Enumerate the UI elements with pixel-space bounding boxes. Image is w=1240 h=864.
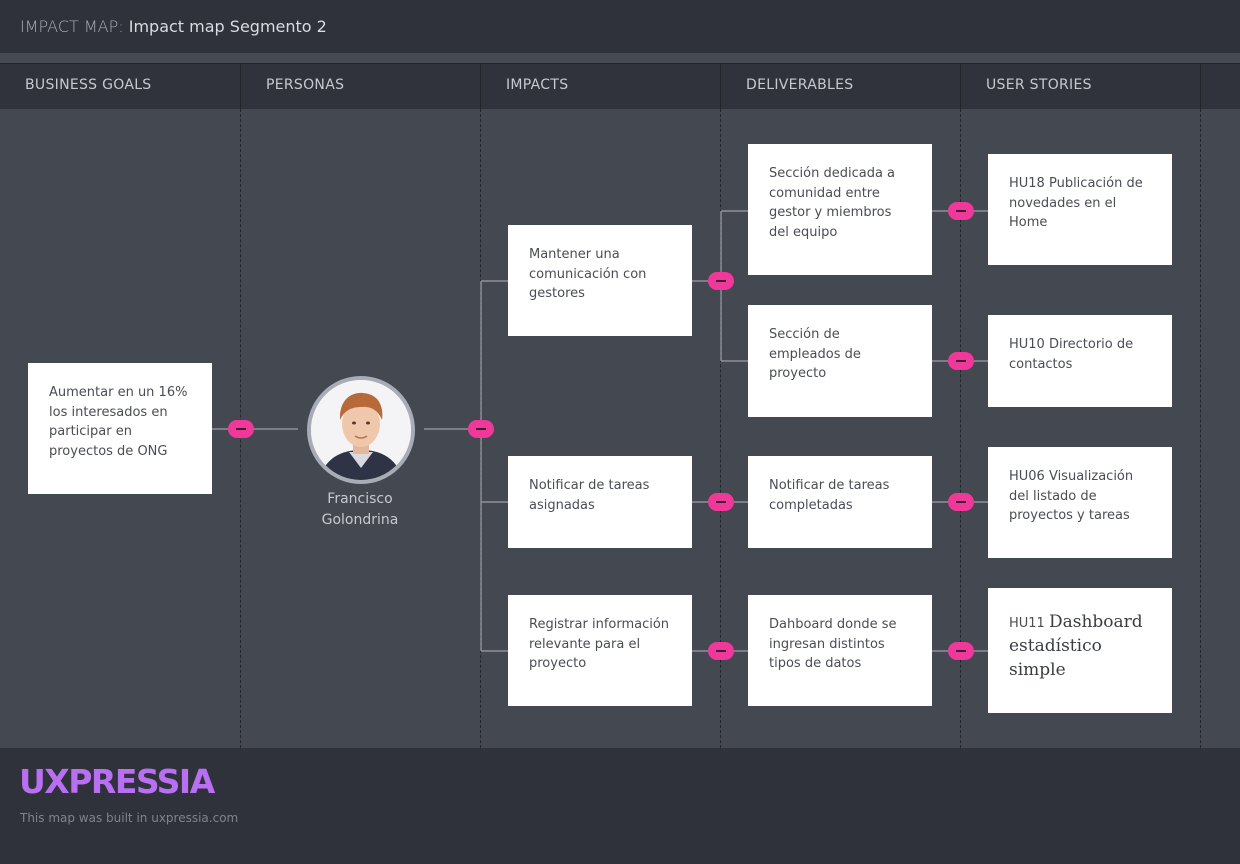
deliverable-text: Notificar de tareas completadas: [769, 478, 890, 513]
deliverable-text: Dahboard donde se ingresan distintos tip…: [769, 617, 897, 672]
deliverable-card[interactable]: Sección de empleados de proyecto: [748, 305, 932, 417]
business-goal-card[interactable]: Aumentar en un 16% los interesados en pa…: [28, 363, 212, 494]
collapse-toggle-icon[interactable]: [228, 420, 254, 438]
impact-text: Mantener una comunicación con gestores: [529, 247, 647, 302]
column-header-label: IMPACTS: [506, 77, 569, 93]
header-divider: [0, 53, 1240, 63]
business-goal-text: Aumentar en un 16% los interesados en pa…: [49, 385, 188, 459]
uxpressia-logo[interactable]: UXPRESSIA: [19, 762, 215, 801]
collapse-toggle-icon[interactable]: [708, 642, 734, 660]
column-header-label: DELIVERABLES: [746, 77, 854, 93]
impact-text: Registrar información relevante para el …: [529, 617, 670, 672]
column-divider: [1200, 109, 1201, 748]
user-story-text: HU18 Publicación de novedades en el Home: [1009, 176, 1143, 231]
collapse-toggle-icon[interactable]: [708, 493, 734, 511]
collapse-toggle-icon[interactable]: [708, 272, 734, 290]
persona-name[interactable]: Francisco Golondrina: [321, 491, 399, 528]
deliverable-card[interactable]: Notificar de tareas completadas: [748, 456, 932, 548]
map-title-name[interactable]: Impact map Segmento 2: [128, 17, 327, 36]
user-story-text: HU06 Visualización del listado de proyec…: [1009, 469, 1134, 524]
deliverable-card[interactable]: Dahboard donde se ingresan distintos tip…: [748, 595, 932, 706]
column-header-label: PERSONAS: [266, 77, 345, 93]
persona-portrait: [311, 380, 411, 480]
collapse-toggle-icon[interactable]: [948, 352, 974, 370]
built-with-note[interactable]: This map was built in uxpressia.com: [20, 811, 239, 825]
map-title-label: IMPACT MAP:: [20, 17, 124, 36]
column-header-label: USER STORIES: [986, 77, 1092, 93]
user-story-card[interactable]: HU18 Publicación de novedades en el Home: [988, 154, 1172, 265]
impact-card[interactable]: Mantener una comunicación con gestores: [508, 225, 692, 336]
user-story-code: HU11: [1009, 616, 1045, 631]
user-story-card[interactable]: HU11 Dashboard estadístico simple: [988, 588, 1172, 713]
collapse-toggle-icon[interactable]: [948, 642, 974, 660]
impact-text: Notificar de tareas asignadas: [529, 478, 650, 513]
user-story-title: Dashboard estadístico simple: [1009, 612, 1143, 680]
user-story-card[interactable]: HU10 Directorio de contactos: [988, 315, 1172, 407]
collapse-toggle-icon[interactable]: [948, 493, 974, 511]
impact-card[interactable]: Registrar información relevante para el …: [508, 595, 692, 706]
column-header-row: BUSINESS GOALS PERSONAS IMPACTS DELIVERA…: [0, 63, 1240, 110]
column-header-business-goals[interactable]: BUSINESS GOALS: [0, 64, 241, 110]
column-header-label: BUSINESS GOALS: [25, 77, 152, 93]
column-header-user-stories[interactable]: USER STORIES: [961, 64, 1201, 110]
column-header-deliverables[interactable]: DELIVERABLES: [721, 64, 961, 110]
deliverable-text: Sección dedicada a comunidad entre gesto…: [769, 166, 896, 240]
map-title: IMPACT MAP: Impact map Segmento 2: [20, 17, 327, 36]
deliverable-card[interactable]: Sección dedicada a comunidad entre gesto…: [748, 144, 932, 275]
column-header-personas[interactable]: PERSONAS: [241, 64, 481, 110]
column-divider: [960, 109, 961, 748]
column-divider: [720, 109, 721, 748]
map-header: IMPACT MAP: Impact map Segmento 2: [0, 0, 1240, 53]
footer: UXPRESSIA This map was built in uxpressi…: [0, 748, 1240, 864]
deliverable-text: Sección de empleados de proyecto: [769, 327, 861, 382]
impact-card[interactable]: Notificar de tareas asignadas: [508, 456, 692, 548]
user-story-card[interactable]: HU06 Visualización del listado de proyec…: [988, 447, 1172, 558]
collapse-toggle-icon[interactable]: [948, 202, 974, 220]
column-header-impacts[interactable]: IMPACTS: [481, 64, 721, 110]
person-avatar-icon[interactable]: [307, 376, 415, 484]
user-story-text: HU10 Directorio de contactos: [1009, 337, 1134, 372]
collapse-toggle-icon[interactable]: [468, 420, 494, 438]
